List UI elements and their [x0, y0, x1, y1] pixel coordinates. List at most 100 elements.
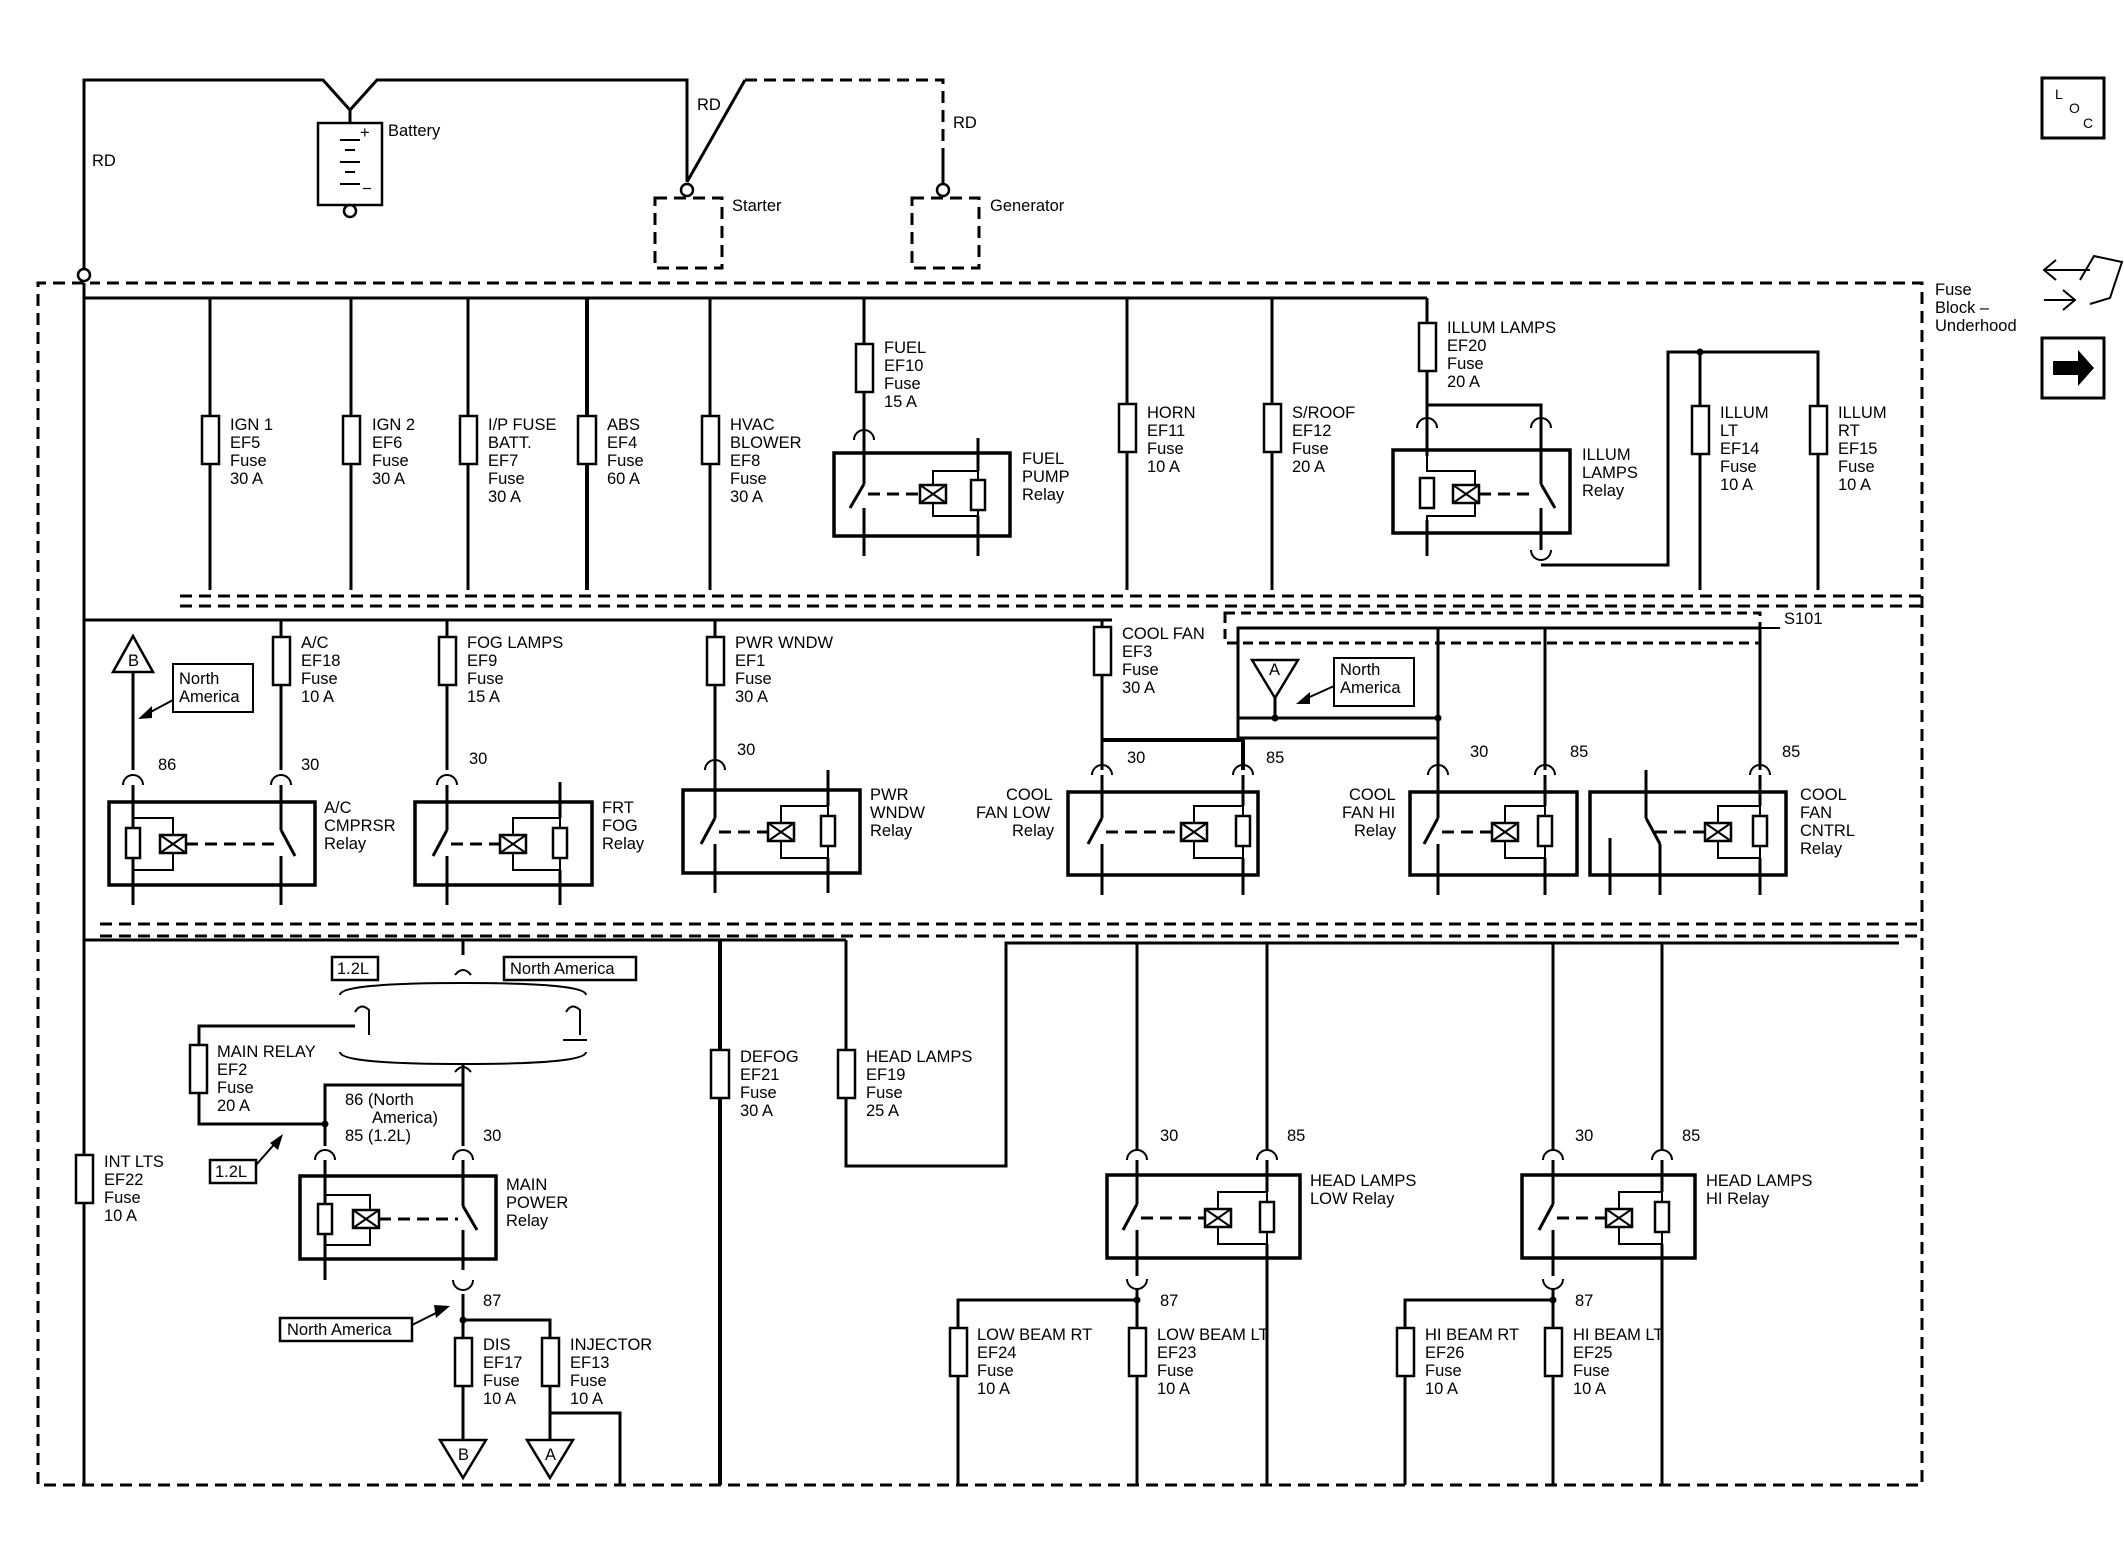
connector-a-down: A — [524, 1438, 576, 1481]
svg-text:30: 30 — [469, 750, 487, 768]
generator: RD Generator — [910, 114, 1065, 270]
svg-text:85: 85 — [1782, 743, 1800, 761]
svg-text:Fuse: Fuse — [467, 670, 504, 688]
svg-text:North: North — [1340, 661, 1380, 679]
svg-text:Fuse: Fuse — [977, 1362, 1014, 1380]
svg-text:EF15: EF15 — [1838, 440, 1877, 458]
svg-text:IGN 1: IGN 1 — [230, 416, 273, 434]
svg-text:North America: North America — [287, 1321, 392, 1339]
svg-text:EF10: EF10 — [884, 357, 923, 375]
svg-text:10 A: 10 A — [1838, 476, 1871, 494]
svg-text:EF24: EF24 — [977, 1344, 1016, 1362]
svg-text:S101: S101 — [1784, 610, 1823, 628]
svg-text:EF11: EF11 — [1147, 422, 1185, 440]
svg-text:EF4: EF4 — [607, 434, 637, 452]
svg-text:B: B — [128, 652, 139, 670]
svg-text:Fuse: Fuse — [730, 470, 767, 488]
svg-text:ILLUM LAMPS: ILLUM LAMPS — [1447, 319, 1556, 337]
svg-text:10 A: 10 A — [1425, 1380, 1458, 1398]
svg-text:LOW BEAM RT: LOW BEAM RT — [977, 1326, 1092, 1344]
svg-text:North America: North America — [510, 960, 615, 978]
battery-label: Battery — [388, 122, 441, 140]
next-arrow-icon[interactable] — [2040, 336, 2106, 400]
svg-text:HEAD LAMPS: HEAD LAMPS — [866, 1048, 972, 1066]
svg-text:CMPRSR: CMPRSR — [324, 817, 396, 835]
svg-text:Fuse: Fuse — [1292, 440, 1329, 458]
svg-text:A: A — [545, 1446, 556, 1464]
svg-text:30 A: 30 A — [372, 470, 405, 488]
svg-text:POWER: POWER — [506, 1194, 568, 1212]
svg-text:20 A: 20 A — [1447, 373, 1480, 391]
svg-text:Relay: Relay — [1800, 840, 1843, 858]
svg-text:B: B — [458, 1446, 469, 1464]
svg-text:Fuse: Fuse — [230, 452, 267, 470]
svg-text:30 A: 30 A — [735, 688, 768, 706]
svg-text:COOL: COOL — [1006, 786, 1053, 804]
svg-text:HEAD LAMPS: HEAD LAMPS — [1310, 1172, 1416, 1190]
starter: RD Starter — [653, 78, 945, 270]
svg-text:Relay: Relay — [324, 835, 367, 853]
svg-text:Underhood: Underhood — [1935, 317, 2017, 335]
svg-text:FUEL: FUEL — [1022, 450, 1064, 468]
svg-text:MAIN RELAY: MAIN RELAY — [217, 1043, 316, 1061]
battery-minus: − — [362, 180, 372, 198]
svg-text:1.2L: 1.2L — [215, 1163, 247, 1181]
svg-text:87: 87 — [1160, 1292, 1178, 1310]
svg-text:85: 85 — [1266, 749, 1284, 767]
svg-text:Fuse: Fuse — [570, 1372, 607, 1390]
svg-text:30 A: 30 A — [730, 488, 763, 506]
fuse-block-label: Fuse — [1935, 281, 1972, 299]
svg-text:Fuse: Fuse — [1122, 661, 1159, 679]
loc-icon[interactable]: L O C — [2040, 76, 2106, 140]
svg-text:North: North — [179, 670, 219, 688]
svg-text:WNDW: WNDW — [870, 804, 925, 822]
svg-text:Fuse: Fuse — [884, 375, 921, 393]
svg-text:HORN: HORN — [1147, 404, 1196, 422]
svg-text:Relay: Relay — [1022, 486, 1065, 504]
svg-text:A/C: A/C — [324, 799, 352, 817]
svg-text:Relay: Relay — [1582, 482, 1625, 500]
svg-text:30 A: 30 A — [740, 1102, 773, 1120]
connector-view-icon[interactable] — [2042, 254, 2124, 311]
svg-text:85: 85 — [1287, 1127, 1305, 1145]
svg-text:10 A: 10 A — [1147, 458, 1180, 476]
svg-text:86 (North: 86 (North — [345, 1091, 414, 1109]
svg-text:FOG LAMPS: FOG LAMPS — [467, 634, 563, 652]
svg-text:10 A: 10 A — [1720, 476, 1753, 494]
svg-text:Fuse: Fuse — [735, 670, 772, 688]
svg-text:20 A: 20 A — [1292, 458, 1325, 476]
svg-text:30 A: 30 A — [488, 488, 521, 506]
svg-text:10 A: 10 A — [570, 1390, 603, 1408]
svg-text:EF25: EF25 — [1573, 1344, 1612, 1362]
svg-text:FOG: FOG — [602, 817, 638, 835]
svg-text:HI BEAM LT: HI BEAM LT — [1573, 1326, 1663, 1344]
battery-section: + − Battery RD — [76, 78, 689, 283]
fuse-block-outline — [36, 281, 1924, 1487]
svg-text:O: O — [2069, 100, 2080, 116]
svg-text:HI Relay: HI Relay — [1706, 1190, 1770, 1208]
svg-text:30: 30 — [1127, 749, 1145, 767]
splice-s101: S101 — [1223, 610, 1823, 770]
svg-text:10 A: 10 A — [977, 1380, 1010, 1398]
svg-text:Relay: Relay — [1012, 822, 1055, 840]
svg-text:30 A: 30 A — [230, 470, 263, 488]
svg-text:COOL: COOL — [1349, 786, 1396, 804]
svg-text:S/ROOF: S/ROOF — [1292, 404, 1355, 422]
wire-color-main: RD — [92, 152, 116, 170]
